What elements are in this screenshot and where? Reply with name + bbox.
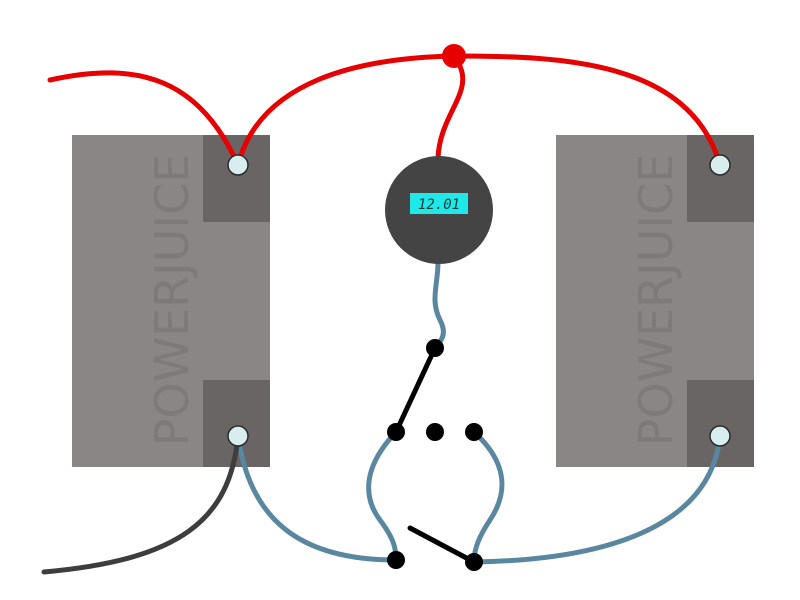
battery-left-positive-block	[203, 135, 270, 222]
voltmeter-reading: 12.01	[418, 197, 460, 213]
switch-upper-lever[interactable]	[393, 345, 438, 435]
battery-right-brand: POWERJUICE	[629, 154, 683, 446]
battery-right-negative-block	[687, 380, 754, 467]
positive-wires	[47, 53, 723, 168]
switch-upper[interactable]	[387, 339, 483, 441]
switch-lower-lever[interactable]	[407, 525, 477, 565]
wire-junction-to-meter[interactable]	[435, 53, 466, 161]
switch-upper-pivot[interactable]	[426, 339, 444, 357]
switch-upper-contact-middle[interactable]	[426, 423, 444, 441]
battery-left-negative-terminal[interactable]	[227, 425, 249, 447]
voltmeter[interactable]: 12.01	[385, 156, 493, 264]
battery-right-positive-block	[687, 135, 754, 222]
voltmeter-display	[410, 193, 468, 214]
switch-lower[interactable]	[387, 525, 483, 571]
switch-lower-contact-left[interactable]	[387, 551, 405, 569]
battery-left-brand: POWERJUICE	[145, 154, 199, 446]
switch-upper-contact-right[interactable]	[465, 423, 483, 441]
wire-junction-to-right-positive[interactable]	[451, 53, 723, 168]
wire-right-negative-to-switch[interactable]	[471, 433, 723, 565]
battery-left-positive-terminal[interactable]	[227, 154, 249, 176]
wire-positive-lead[interactable]	[47, 70, 241, 168]
positive-junction-node[interactable]	[442, 44, 466, 68]
wire-negative-lead[interactable]	[41, 433, 241, 575]
wire-left-negative-to-switch[interactable]	[235, 433, 399, 563]
wire-left-positive-to-junction[interactable]	[235, 53, 457, 168]
battery-right-negative-terminal[interactable]	[709, 425, 731, 447]
switch-upper-contact-left[interactable]	[387, 423, 405, 441]
battery-left: POWERJUICE	[72, 135, 270, 467]
battery-right-positive-terminal[interactable]	[709, 154, 731, 176]
switch-lower-contact-right[interactable]	[465, 553, 483, 571]
wire-switch-right-loop[interactable]	[471, 429, 505, 565]
wire-switch-left-loop[interactable]	[366, 429, 399, 563]
battery-right: POWERJUICE	[556, 135, 754, 467]
wire-meter-to-switch[interactable]	[432, 259, 446, 351]
